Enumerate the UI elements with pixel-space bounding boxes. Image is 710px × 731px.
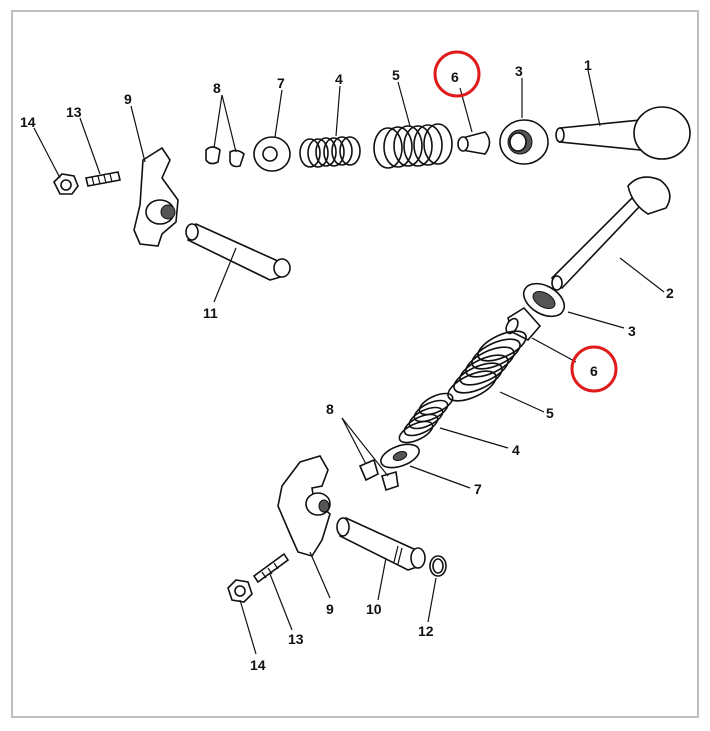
part-spring-inner-top (299, 136, 361, 168)
leader-low-4 (439, 427, 509, 449)
leader-top-14 (33, 127, 61, 179)
label-low-12: 12 (418, 623, 434, 639)
label-top-11: 11 (203, 305, 218, 321)
label-top-5: 5 (392, 67, 400, 83)
leader-low-5 (499, 391, 545, 413)
part-retainer-angled (380, 443, 420, 469)
leader-low-3 (567, 311, 625, 329)
label-low-7: 7 (474, 481, 482, 497)
label-low-9: 9 (326, 601, 334, 617)
leader-low-8a (341, 417, 367, 465)
part-spring-inner-angled (398, 392, 454, 444)
label-top-9: 9 (124, 91, 132, 107)
leader-top-13 (79, 117, 101, 175)
part-retainer-top (253, 136, 291, 172)
leader-low-8b (341, 417, 389, 477)
leader-low-6 (531, 337, 577, 363)
label-low-6: 6 (590, 363, 598, 379)
part-rocker-arm-angled (277, 455, 331, 557)
label-top-3: 3 (515, 63, 523, 79)
leader-low-10 (377, 557, 387, 601)
part-spring-outer-top (373, 123, 453, 169)
label-low-13: 13 (288, 631, 304, 647)
label-top-8: 8 (213, 80, 221, 96)
leader-top-11 (213, 247, 237, 303)
leader-top-8b (221, 94, 237, 153)
part-guide-top (457, 131, 491, 155)
leader-top-9 (130, 105, 146, 163)
label-top-6: 6 (451, 69, 459, 85)
highlight-circle-top-6 (433, 50, 481, 98)
part-guide-angled (505, 306, 542, 341)
leader-low-2 (619, 257, 665, 293)
part-nut-top (53, 173, 79, 195)
label-top-13: 13 (66, 104, 82, 120)
part-shaft-top (185, 222, 291, 281)
label-top-1: 1 (584, 57, 592, 73)
label-top-4: 4 (335, 71, 343, 87)
part-o-ring (429, 555, 447, 577)
leader-low-14 (239, 599, 257, 655)
part-rocker-arm-top (133, 146, 179, 247)
label-low-8: 8 (326, 401, 334, 417)
part-stud-angled (252, 552, 290, 584)
part-seal-top (499, 119, 549, 165)
part-keepers-angled (358, 458, 399, 492)
label-low-10: 10 (366, 601, 382, 617)
label-low-2: 2 (666, 285, 674, 301)
part-nut-angled (227, 579, 253, 603)
leader-top-1 (587, 69, 601, 127)
label-top-14: 14 (20, 114, 36, 130)
part-stud-top (85, 171, 121, 187)
label-low-3: 3 (628, 323, 636, 339)
leader-low-13 (269, 573, 293, 631)
leader-low-7 (409, 465, 471, 489)
part-seal-angled (522, 282, 566, 318)
leader-top-8a (213, 94, 223, 149)
part-spring-outer-angled (447, 330, 527, 402)
label-top-7: 7 (277, 75, 285, 91)
part-valve-top (555, 106, 691, 160)
part-shaft-angled (336, 516, 426, 571)
leader-top-5 (397, 81, 411, 127)
highlight-circle-low-6 (570, 345, 618, 393)
leader-top-4 (335, 85, 341, 137)
part-valve-angled (550, 176, 671, 291)
label-low-4: 4 (512, 442, 520, 458)
label-low-5: 5 (546, 405, 554, 421)
part-keepers-top (205, 146, 245, 168)
leader-low-9 (309, 551, 331, 599)
leader-top-7 (274, 89, 283, 138)
label-low-14: 14 (250, 657, 266, 673)
leader-low-12 (427, 577, 437, 623)
